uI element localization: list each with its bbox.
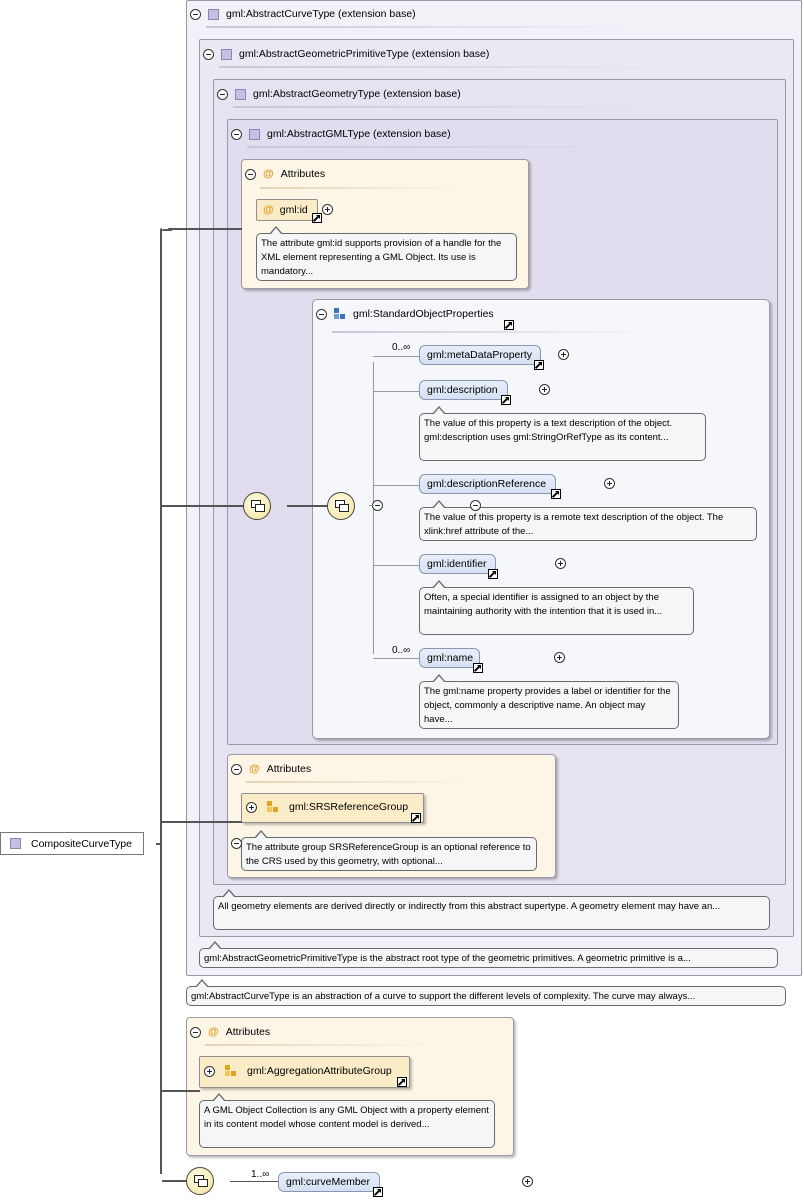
gml-attributes-title: Attributes bbox=[280, 168, 326, 180]
sequence-compositor-icon[interactable] bbox=[243, 492, 271, 520]
collapse-icon[interactable] bbox=[230, 838, 242, 849]
complex-type-icon bbox=[221, 48, 232, 60]
composite-curve-type-label: CompositeCurveType bbox=[31, 837, 132, 850]
attribute-icon: @ bbox=[208, 1026, 219, 1038]
element-curve-member[interactable]: gml:curveMember bbox=[278, 1172, 380, 1192]
srs-reference-group-header: gml:SRSReferenceGroup bbox=[246, 801, 408, 813]
metadata-occurrence: 0..∞ bbox=[392, 342, 411, 353]
collapse-icon[interactable] bbox=[190, 1026, 201, 1038]
geometric-primitive-type-note: gml:AbstractGeometricPrimitiveType is th… bbox=[199, 941, 778, 968]
aggregation-attribute-group-note: A GML Object Collection is any GML Objec… bbox=[199, 1093, 495, 1148]
reference-arrow-icon[interactable] bbox=[534, 360, 544, 370]
attribute-icon: @ bbox=[249, 763, 260, 775]
geometry-type-note: All geometry elements are derived direct… bbox=[213, 889, 770, 930]
attribute-icon: @ bbox=[263, 168, 274, 180]
reference-arrow-icon[interactable] bbox=[504, 320, 514, 330]
identifier-note: Often, a special identifier is assigned … bbox=[419, 580, 694, 635]
composite-attributes-header: @ Attributes bbox=[190, 1026, 270, 1038]
standard-object-properties-header: gml:StandardObjectProperties bbox=[316, 308, 494, 320]
attribute-icon: @ bbox=[263, 204, 274, 216]
gml-id-attribute[interactable]: @ gml:id bbox=[256, 199, 318, 221]
collapse-icon[interactable] bbox=[231, 763, 242, 775]
abstract-curve-type-header: gml:AbstractCurveType (extension base) bbox=[190, 8, 416, 20]
composite-attributes-title: Attributes bbox=[225, 1026, 271, 1038]
abstract-gml-type-label: gml:AbstractGMLType (extension base) bbox=[267, 128, 451, 140]
geometry-attributes-title: Attributes bbox=[266, 763, 312, 775]
sequence-compositor-icon[interactable] bbox=[186, 1167, 214, 1195]
complex-type-icon bbox=[235, 88, 246, 100]
group-icon bbox=[334, 308, 346, 320]
expand-icon[interactable] bbox=[246, 801, 257, 813]
aggregation-attribute-group-header: gml:AggregationAttributeGroup bbox=[204, 1065, 392, 1077]
reference-arrow-icon[interactable] bbox=[501, 395, 511, 405]
description-reference-note: The value of this property is a remote t… bbox=[419, 500, 757, 541]
complex-type-icon bbox=[249, 128, 260, 140]
description-note: The value of this property is a text des… bbox=[419, 406, 706, 461]
main-spine bbox=[160, 238, 162, 1174]
curve-member-occurrence: 1..∞ bbox=[251, 1169, 270, 1180]
expand-icon[interactable] bbox=[522, 1176, 534, 1187]
reference-arrow-icon[interactable] bbox=[473, 663, 483, 673]
abstract-geometric-primitive-type-label: gml:AbstractGeometricPrimitiveType (exte… bbox=[239, 48, 490, 60]
collapse-icon[interactable] bbox=[190, 8, 201, 20]
expand-icon[interactable] bbox=[603, 478, 615, 489]
abstract-geometry-type-label: gml:AbstractGeometryType (extension base… bbox=[253, 88, 461, 100]
element-name[interactable]: gml:name bbox=[419, 648, 480, 668]
expand-icon[interactable] bbox=[557, 349, 569, 360]
complex-type-icon bbox=[10, 838, 21, 849]
complex-type-icon bbox=[208, 8, 219, 20]
srs-reference-group-note: The attribute group SRSReferenceGroup is… bbox=[241, 830, 537, 871]
element-metadata-property[interactable]: gml:metaDataProperty bbox=[419, 345, 541, 365]
srs-reference-group-label: gml:SRSReferenceGroup bbox=[289, 801, 409, 813]
collapse-icon[interactable] bbox=[217, 88, 228, 100]
reference-arrow-icon[interactable] bbox=[373, 1187, 383, 1197]
reference-arrow-icon[interactable] bbox=[551, 489, 561, 499]
geometry-attributes-header: @ Attributes bbox=[231, 763, 311, 775]
name-note: The gml:name property provides a label o… bbox=[419, 674, 679, 729]
gml-attributes-header: @ Attributes bbox=[245, 168, 325, 180]
reference-arrow-icon[interactable] bbox=[411, 813, 421, 823]
name-occurrence: 0..∞ bbox=[392, 645, 411, 656]
sequence-compositor-icon[interactable] bbox=[327, 492, 355, 520]
collapse-icon[interactable] bbox=[203, 48, 214, 60]
gml-id-note: The attribute gml:id supports provision … bbox=[256, 226, 517, 281]
abstract-geometric-primitive-type-header: gml:AbstractGeometricPrimitiveType (exte… bbox=[203, 48, 489, 60]
abstract-geometry-type-header: gml:AbstractGeometryType (extension base… bbox=[217, 88, 461, 100]
abstract-curve-type-label: gml:AbstractCurveType (extension base) bbox=[226, 8, 416, 20]
aggregation-attribute-group-label: gml:AggregationAttributeGroup bbox=[247, 1065, 392, 1077]
collapse-icon[interactable] bbox=[316, 308, 327, 320]
expand-icon[interactable] bbox=[554, 558, 566, 569]
gml-id-label: gml:id bbox=[279, 204, 308, 216]
standard-object-properties-title: gml:StandardObjectProperties bbox=[353, 308, 494, 320]
reference-arrow-icon[interactable] bbox=[312, 213, 322, 223]
expand-icon[interactable] bbox=[538, 384, 550, 395]
attribute-group-icon bbox=[225, 1065, 237, 1077]
element-identifier[interactable]: gml:identifier bbox=[419, 554, 496, 574]
expand-icon[interactable] bbox=[204, 1065, 215, 1077]
expand-icon[interactable] bbox=[322, 204, 333, 215]
abstract-gml-type-header: gml:AbstractGMLType (extension base) bbox=[231, 128, 451, 140]
reference-arrow-icon[interactable] bbox=[397, 1077, 407, 1087]
expand-icon[interactable] bbox=[553, 652, 565, 663]
reference-arrow-icon[interactable] bbox=[488, 569, 498, 579]
composite-curve-type-node[interactable]: CompositeCurveType bbox=[0, 832, 144, 855]
element-description-reference[interactable]: gml:descriptionReference bbox=[419, 474, 556, 494]
curve-type-note: gml:AbstractCurveType is an abstraction … bbox=[186, 979, 786, 1006]
collapse-icon[interactable] bbox=[231, 128, 242, 140]
attribute-group-icon bbox=[267, 801, 279, 813]
element-description[interactable]: gml:description bbox=[419, 380, 508, 400]
collapse-icon[interactable] bbox=[470, 500, 482, 511]
collapse-icon[interactable] bbox=[245, 168, 256, 180]
